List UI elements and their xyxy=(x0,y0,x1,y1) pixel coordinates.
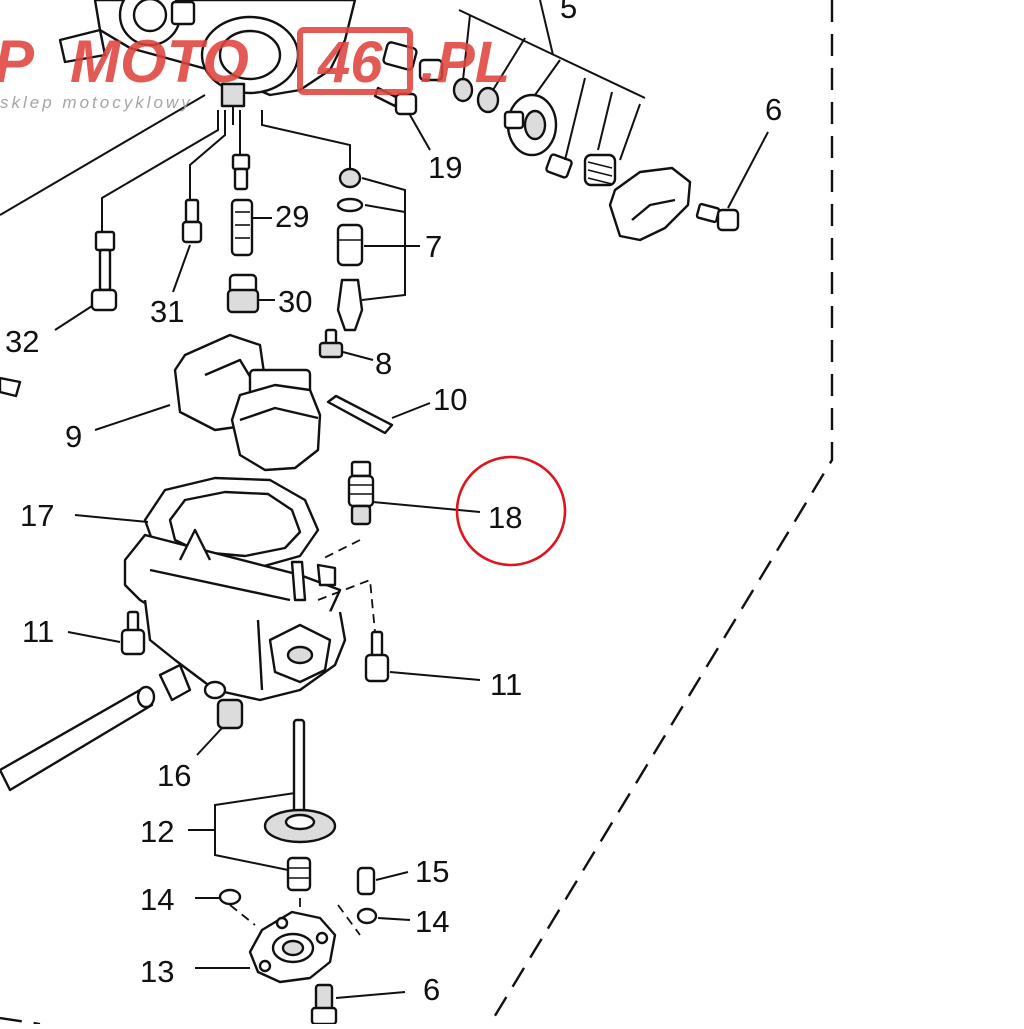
assembly-boundary xyxy=(488,0,834,1025)
part-16-drain-screw xyxy=(216,698,244,730)
label-15: 15 xyxy=(415,854,449,889)
watermark-logo: P MOTO 46 .PL sklep motocyklowy xyxy=(0,27,510,112)
part-9-float xyxy=(173,333,322,472)
part-8-screw xyxy=(318,328,344,359)
label-5: 5 xyxy=(560,0,577,25)
label-17: 17 xyxy=(20,498,54,533)
label-8: 8 xyxy=(375,346,392,381)
part-31-pilot-jet xyxy=(181,198,203,244)
label-6-top: 6 xyxy=(765,92,782,127)
part-6-screw-bottom xyxy=(310,983,338,1026)
label-9: 9 xyxy=(65,419,82,454)
carburetor-body-top xyxy=(58,0,357,125)
dash-oring-right xyxy=(337,904,361,936)
label-14-right: 14 xyxy=(415,904,449,939)
label-6-bottom: 6 xyxy=(423,972,440,1007)
part-10-pin xyxy=(326,394,394,435)
body-edge-line xyxy=(0,94,206,216)
dash-oring-left xyxy=(229,904,256,926)
label-30: 30 xyxy=(278,284,312,319)
part-14-oring-right xyxy=(356,907,378,925)
leader-32-path xyxy=(101,110,219,232)
label-31: 31 xyxy=(150,294,184,329)
part-32-screw xyxy=(90,230,118,312)
label-7: 7 xyxy=(425,229,442,264)
part-11-screw-left xyxy=(120,610,146,656)
part-6-cover xyxy=(608,166,740,242)
assembly-boundary-left xyxy=(0,1016,41,1026)
label-10: 10 xyxy=(433,382,467,417)
part-30-nut xyxy=(226,273,260,314)
edge-fragment xyxy=(0,376,22,398)
part-13-cover xyxy=(248,910,337,984)
part-14-oring-left xyxy=(218,888,242,906)
label-18: 18 xyxy=(488,500,522,535)
label-11-left: 11 xyxy=(22,614,54,649)
label-12: 12 xyxy=(140,814,174,849)
label-13: 13 xyxy=(140,954,174,989)
dash-18-to-bowl xyxy=(319,539,361,561)
watermark-box xyxy=(297,27,413,95)
watermark-brand-left: P xyxy=(0,28,35,95)
watermark-tagline: sklep motocyklowy xyxy=(0,93,193,112)
part-11-screw-right xyxy=(364,630,390,683)
label-32: 32 xyxy=(5,324,39,359)
label-29: 29 xyxy=(275,199,309,234)
watermark-brand-number: 46 xyxy=(317,30,383,95)
float-bowl xyxy=(123,528,347,702)
part-7-needle-valve xyxy=(336,167,364,332)
label-14-left: 14 xyxy=(140,882,174,917)
label-11-right: 11 xyxy=(490,667,522,702)
part-29-jet xyxy=(230,153,254,257)
watermark-brand-main: MOTO xyxy=(70,28,249,95)
watermark-brand-right: .PL xyxy=(420,30,510,95)
label-16: 16 xyxy=(157,758,191,793)
label-19: 19 xyxy=(428,150,462,185)
dash-bowl-to-11 xyxy=(317,578,376,633)
part-15-screw xyxy=(356,866,376,896)
part-12-diaphragm xyxy=(263,718,337,892)
overflow-hose xyxy=(0,685,156,792)
part-18-main-jet xyxy=(347,460,375,526)
highlight-circle-part-18 xyxy=(455,455,567,567)
